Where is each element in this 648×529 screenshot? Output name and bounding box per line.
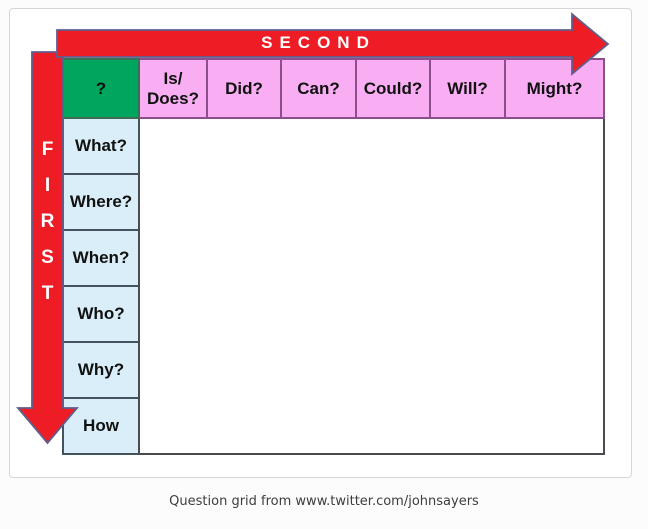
- row-header-how: How: [62, 397, 140, 455]
- first-arrow-label: F I R S T: [32, 132, 63, 312]
- column-header-will: Will?: [429, 58, 506, 119]
- first-arrow-letter: S: [41, 247, 54, 268]
- row-header-when: When?: [62, 229, 140, 287]
- figure-caption: Question grid from www.twitter.com/johns…: [169, 494, 479, 509]
- header-row: ? Is/ Does? Did? Can? Could? Will? Might…: [62, 58, 605, 119]
- row-header-why: Why?: [62, 341, 140, 399]
- corner-question-cell: ?: [62, 58, 140, 119]
- first-arrow-letter: F: [41, 139, 54, 160]
- row-header-who: Who?: [62, 285, 140, 343]
- column-header-can: Can?: [280, 58, 357, 119]
- first-arrow-letter: I: [44, 175, 51, 196]
- row-header-what: What?: [62, 117, 140, 175]
- column-header-might: Might?: [504, 58, 605, 119]
- column-header-could: Could?: [355, 58, 431, 119]
- question-grid-table: ? Is/ Does? Did? Can? Could? Will? Might…: [62, 58, 605, 455]
- column-header-did: Did?: [206, 58, 282, 119]
- column-header-is-does: Is/ Does?: [138, 58, 208, 119]
- row-header-where: Where?: [62, 173, 140, 231]
- table-row: What?: [62, 117, 605, 455]
- second-arrow-label: SECOND: [261, 33, 376, 52]
- first-arrow-letter: T: [41, 283, 54, 304]
- empty-grid-body: [138, 117, 605, 455]
- first-arrow-letter: R: [40, 211, 55, 232]
